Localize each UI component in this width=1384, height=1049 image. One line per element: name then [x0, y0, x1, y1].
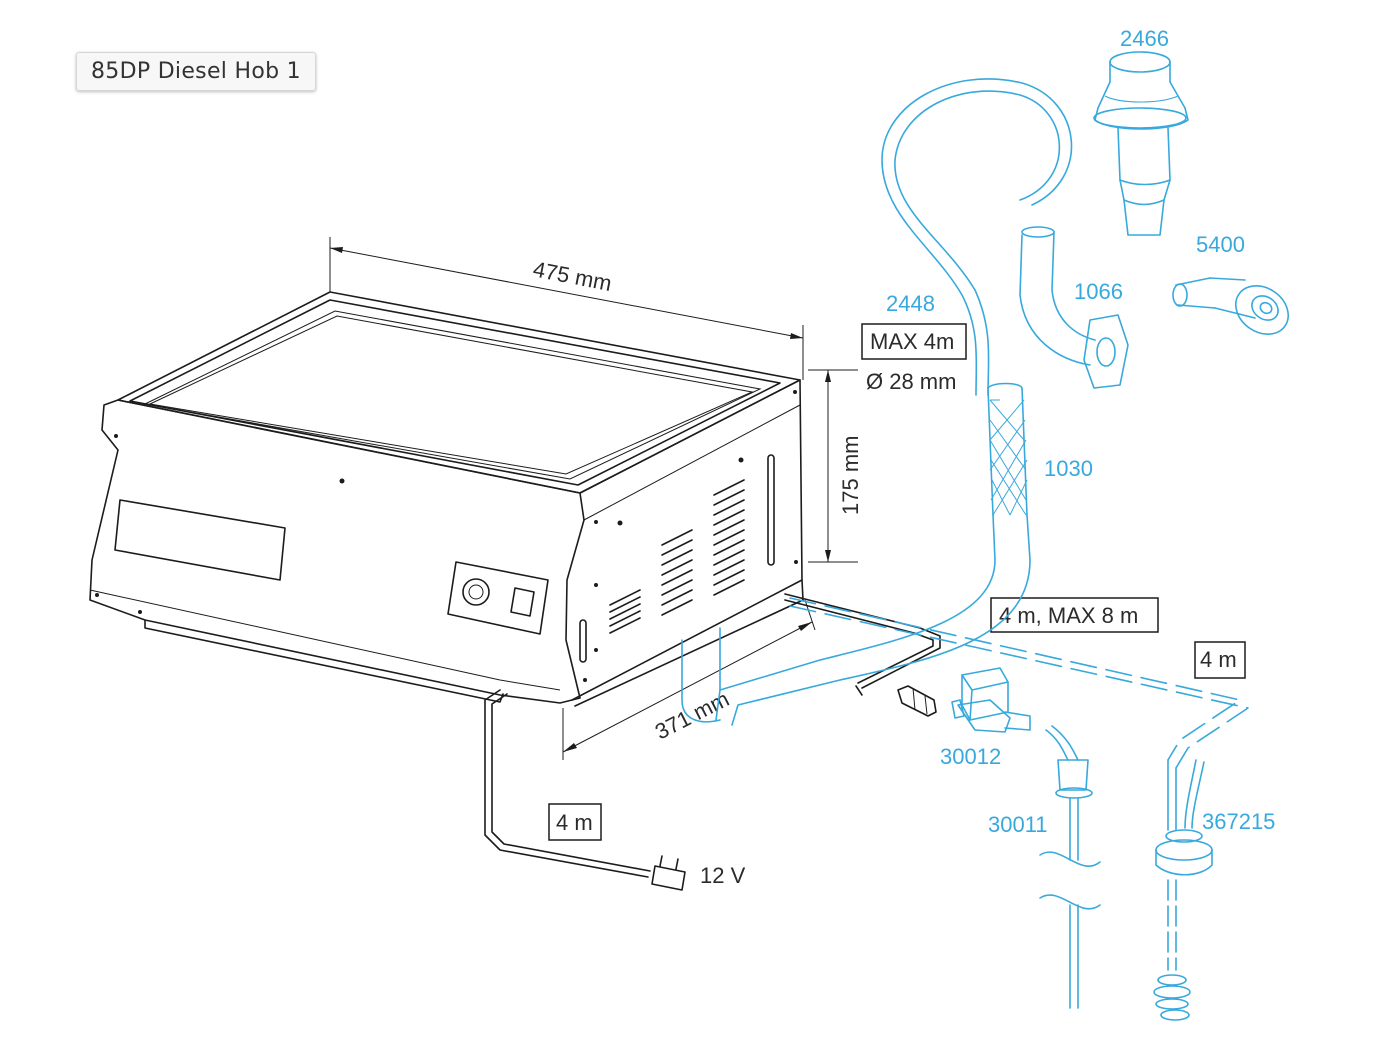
power-cable	[484, 689, 686, 891]
power-cable-length-box	[548, 803, 602, 841]
part-label-1066: 1066	[1074, 279, 1123, 304]
fuel-line-length: 4 m, MAX 8 m	[999, 603, 1138, 628]
power-cable-length: 4 m	[556, 810, 593, 835]
hob-unit	[89, 291, 804, 707]
return-line-length-box	[1194, 641, 1246, 679]
height-dimension-label: 175 mm	[838, 436, 863, 515]
exhaust-hose	[681, 78, 1073, 726]
fuel-line	[784, 593, 941, 717]
part-label-367215: 367215	[1202, 809, 1275, 834]
part-label-1030: 1030	[1044, 456, 1093, 481]
width-dimension-label: 475 mm	[531, 256, 614, 296]
return-line-length: 4 m	[1200, 647, 1237, 672]
tank-fitting-367215	[1153, 759, 1213, 1021]
exhaust-elbow-1066	[1019, 226, 1129, 389]
exhaust-outlet-5400	[1172, 277, 1289, 335]
part-label-2466: 2466	[1120, 26, 1169, 51]
part-label-5400: 5400	[1196, 232, 1245, 257]
exhaust-length-box	[861, 323, 967, 360]
fuel-pickup-30011	[1039, 725, 1101, 1009]
fuel-line-length-box	[990, 597, 1159, 633]
exhaust-cap-2466	[1093, 51, 1189, 236]
fuel-pump-30012	[951, 667, 1031, 733]
return-line-dashed	[789, 597, 1249, 769]
diagram-title-tooltip: 85DP Diesel Hob 1	[76, 52, 316, 91]
part-label-30011: 30011	[988, 812, 1048, 837]
part-label-2448: 2448	[886, 291, 935, 316]
part-label-30012: 30012	[940, 744, 1001, 769]
voltage-label: 12 V	[700, 863, 746, 888]
exhaust-diameter: Ø 28 mm	[866, 369, 956, 394]
exhaust-max-length: MAX 4m	[870, 329, 954, 354]
depth-dimension-label: 371 mm	[651, 686, 733, 744]
dimension-lines	[329, 237, 858, 760]
